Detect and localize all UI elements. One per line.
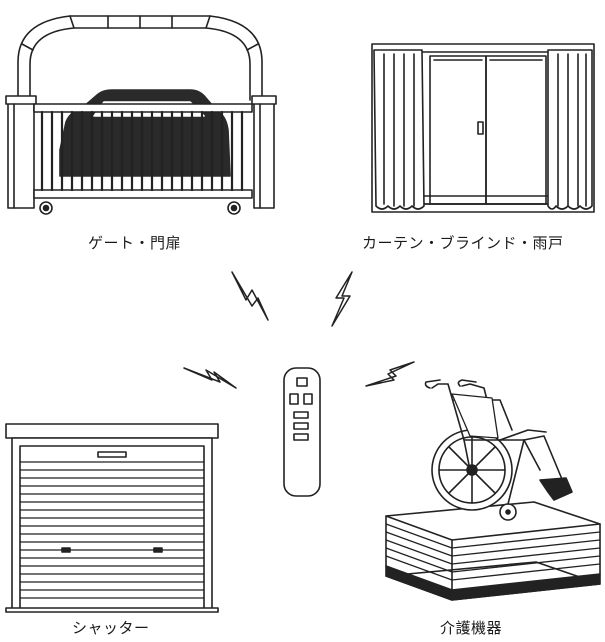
rolling-shutter-illustration bbox=[5, 423, 219, 613]
remote-control-icon bbox=[283, 367, 321, 497]
shutter-label: シャッター bbox=[72, 619, 150, 637]
wheelchair-lift-illustration bbox=[385, 379, 601, 601]
gate-label: ゲート・門扉 bbox=[88, 234, 182, 252]
curtain-window-illustration bbox=[371, 43, 595, 213]
lightning-signal-icon bbox=[183, 271, 415, 389]
care-equipment-label: 介護機器 bbox=[440, 619, 503, 637]
gate-illustration bbox=[5, 15, 277, 215]
curtain-label: カーテン・ブラインド・雨戸 bbox=[362, 234, 564, 252]
